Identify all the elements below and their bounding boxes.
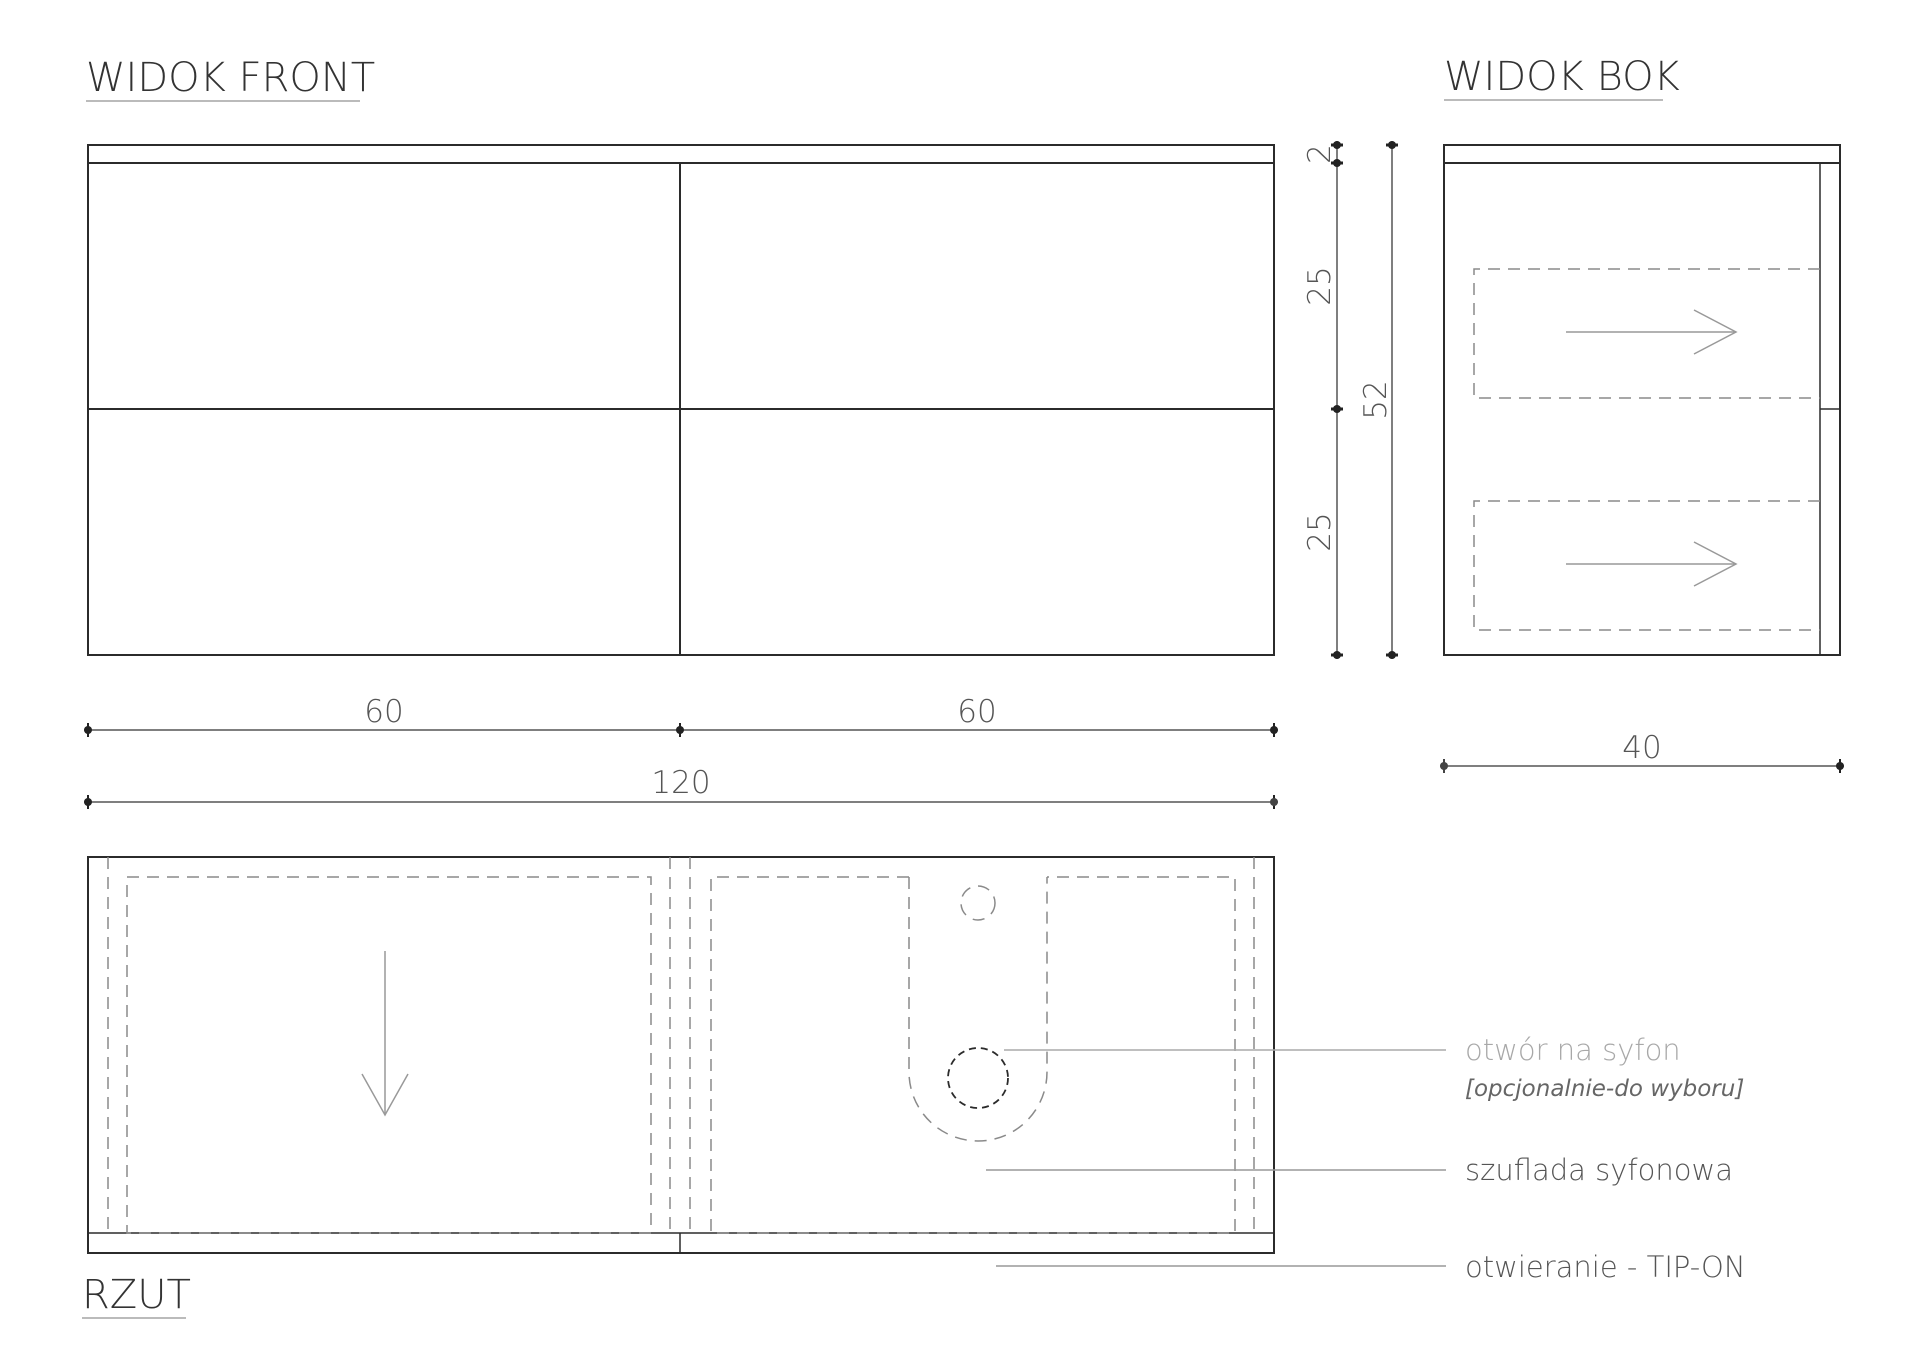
front-view: WIDOK FRONT 2 25 25 52 xyxy=(84,55,1398,809)
label-siphon-drawer: szuflada syfonowa xyxy=(1465,1153,1733,1187)
front-width-dimensions xyxy=(84,723,1278,809)
side-view: WIDOK BOK 40 xyxy=(1440,54,1844,773)
dim-width-right: 60 xyxy=(957,694,996,730)
side-depth-dimension xyxy=(1440,759,1844,773)
dim-total-width: 120 xyxy=(651,765,710,801)
side-cabinet-body xyxy=(1443,162,1841,656)
side-drawer-lower-outline xyxy=(1473,500,1820,631)
dim-total-height: 52 xyxy=(1358,380,1394,419)
front-countertop xyxy=(87,144,1275,164)
siphon-hole xyxy=(947,1047,1009,1109)
plan-outline xyxy=(87,856,1275,1254)
plan-view: otwór na syfon [opcjonalnie-do wyboru] s… xyxy=(82,856,1746,1319)
side-drawer-upper-outline xyxy=(1473,268,1820,399)
dim-top-thickness: 2 xyxy=(1302,144,1338,164)
side-countertop xyxy=(1443,144,1841,164)
front-height-dimensions xyxy=(1331,141,1398,659)
label-siphon-hole: otwór na syfon xyxy=(1465,1033,1681,1067)
side-view-title: WIDOK BOK xyxy=(1444,54,1680,100)
front-view-title: WIDOK FRONT xyxy=(86,55,375,101)
arrow-down-icon xyxy=(361,951,409,1117)
dim-drawer-lower: 25 xyxy=(1302,512,1338,551)
plan-hidden-lines xyxy=(107,857,1255,1234)
dim-width-left: 60 xyxy=(364,694,403,730)
arrow-right-icon xyxy=(1566,541,1738,587)
plan-view-title: RZUT xyxy=(82,1272,191,1318)
label-siphon-hole-note: [opcjonalnie-do wyboru] xyxy=(1465,1076,1744,1102)
label-opening: otwieranie - TIP-ON xyxy=(1465,1250,1746,1284)
dim-drawer-upper: 25 xyxy=(1302,266,1338,305)
arrow-right-icon xyxy=(1566,309,1738,355)
dim-depth: 40 xyxy=(1622,730,1661,766)
